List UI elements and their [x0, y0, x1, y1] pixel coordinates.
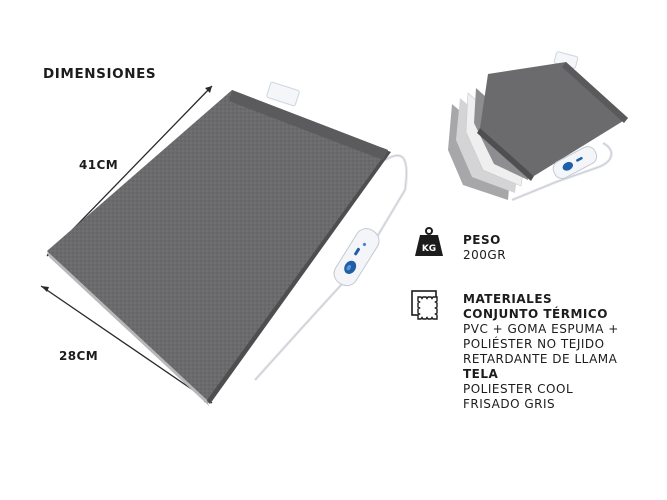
weight-value: 200GR	[463, 248, 507, 262]
materials-title: MATERIALES	[463, 292, 553, 306]
thermal-set-title: CONJUNTO TÉRMICO	[463, 307, 608, 321]
thermal-set-line: POLIÉSTER NO TEJIDO	[463, 337, 605, 351]
thermal-set-line: RETARDANTE DE LLAMA	[463, 352, 618, 366]
fabric-title: TELA	[463, 367, 499, 381]
dimensions-heading: DIMENSIONES	[43, 66, 157, 82]
thermal-set-line: PVC + GOMA ESPUMA +	[463, 322, 619, 336]
weight-icon-text: KG	[422, 244, 436, 254]
fabric-layers-icon	[411, 290, 438, 320]
fabric-line: FRISADO GRIS	[463, 397, 556, 411]
weight-spec: PESO 200GR	[463, 233, 506, 263]
weight-title: PESO	[463, 233, 501, 247]
height-dimension-label: 41CM	[79, 158, 119, 172]
weight-kg-icon: KG	[415, 227, 443, 256]
fabric-line: POLIESTER COOL	[463, 382, 574, 396]
materials-spec: MATERIALES CONJUNTO TÉRMICO PVC + GOMA E…	[463, 292, 619, 412]
width-dimension-label: 28CM	[59, 349, 99, 363]
